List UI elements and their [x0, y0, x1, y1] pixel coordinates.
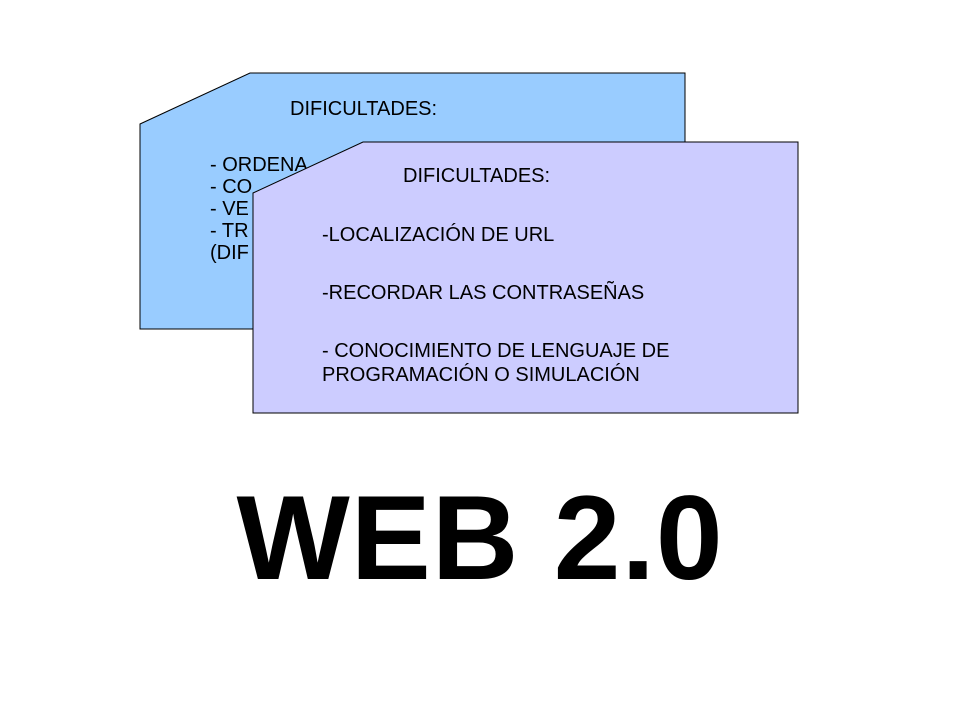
front-card-item: -RECORDAR LAS CONTRASEÑAS — [322, 282, 645, 304]
back-card-list: - ORDENA - CO - VE - TR (DIF — [210, 154, 308, 264]
main-title: WEB 2.0 — [236, 471, 724, 605]
back-card-item: - VE — [210, 198, 249, 220]
front-card: DIFICULTADES: -LOCALIZACIÓN DE URL -RECO… — [252, 141, 799, 414]
front-card-item-group: - CONOCIMIENTO DE LENGUAJE DE PROGRAMACI… — [322, 339, 669, 387]
back-card-item: - CO — [210, 176, 253, 198]
front-card-item: PROGRAMACIÓN O SIMULACIÓN — [322, 364, 640, 386]
front-card-polygon — [252, 141, 799, 414]
back-card-item: (DIF — [210, 242, 249, 264]
front-card-item: - CONOCIMIENTO DE LENGUAJE DE — [322, 340, 670, 362]
back-card-title: DIFICULTADES: — [290, 98, 438, 120]
front-card-shape — [252, 141, 799, 414]
front-card-title: DIFICULTADES: — [403, 165, 551, 187]
front-card-item: -LOCALIZACIÓN DE URL — [322, 224, 555, 246]
back-card-item: - TR — [210, 220, 249, 242]
back-card-item: - ORDENA — [210, 154, 308, 176]
